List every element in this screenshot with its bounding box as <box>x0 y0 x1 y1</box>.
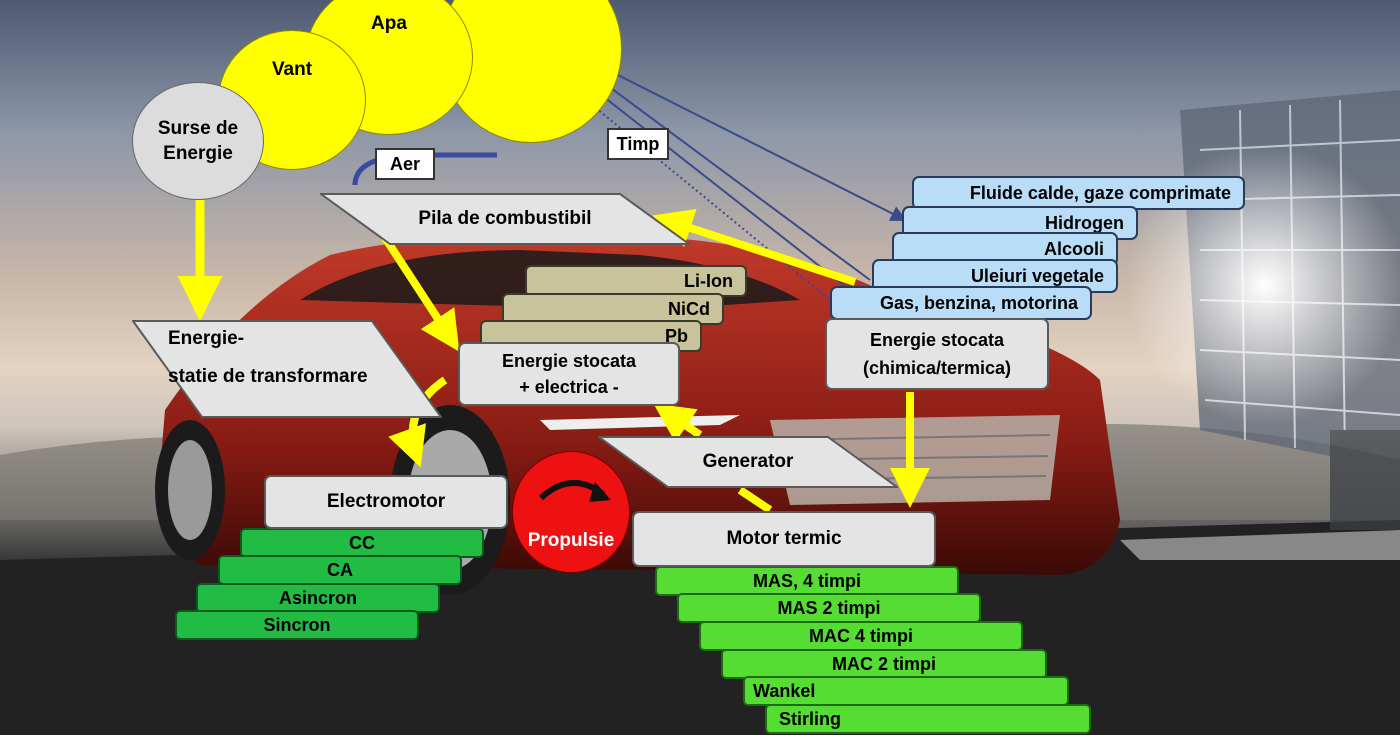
electric-motor-item: CA <box>218 555 462 585</box>
fuel-item: Gas, benzina, motorina <box>830 286 1092 320</box>
electromotor-node: Electromotor <box>264 475 508 529</box>
statie-shape <box>132 320 442 418</box>
statie-label-line2: statie de transformare <box>168 366 368 387</box>
electric-motor-item: CC <box>240 528 484 558</box>
pila-shape <box>320 193 690 245</box>
apa-label: Apa <box>371 13 407 34</box>
motor-termic-node: Motor termic <box>632 511 936 567</box>
electric-motor-item: Sincron <box>175 610 419 640</box>
energie-stocata-electrica-node: Energie stocata + electrica - <box>458 342 680 406</box>
thermal-engine-item: MAS 2 timpi <box>677 593 981 623</box>
electric-motor-item: Asincron <box>196 583 440 613</box>
statie-label-line1: Energie- <box>168 328 245 349</box>
thermal-engine-item: MAC 4 timpi <box>699 621 1023 651</box>
aer-label: Aer <box>375 148 435 180</box>
battery-item: NiCd <box>502 293 724 325</box>
energie-statie-node: Energie- statie de transformare <box>132 320 442 418</box>
pila-combustibil-node: Pila de combustibil <box>320 193 690 245</box>
generator-node: Generator <box>598 436 898 488</box>
vant-label: Vant <box>271 59 313 80</box>
propulsie-node: Propulsie <box>512 451 630 573</box>
generator-shape <box>598 436 898 488</box>
surse-energie-node: Surse de Energie <box>132 82 264 200</box>
fuel-item: Fluide calde, gaze comprimate <box>912 176 1245 210</box>
surse-label-line1: Surse de <box>157 118 239 139</box>
energie-stocata-chimica-node: Energie stocata (chimica/termica) <box>825 318 1049 390</box>
thermal-engine-item: MAC 2 timpi <box>721 649 1047 679</box>
thermal-engine-item: MAS, 4 timpi <box>655 566 959 596</box>
timp-label: Timp <box>607 128 669 160</box>
surse-label-line2: Energie <box>163 143 233 164</box>
thermal-engine-item: Wankel <box>743 676 1069 706</box>
rotation-arrow-icon <box>538 479 611 502</box>
thermal-engine-item: Stirling <box>765 704 1091 734</box>
